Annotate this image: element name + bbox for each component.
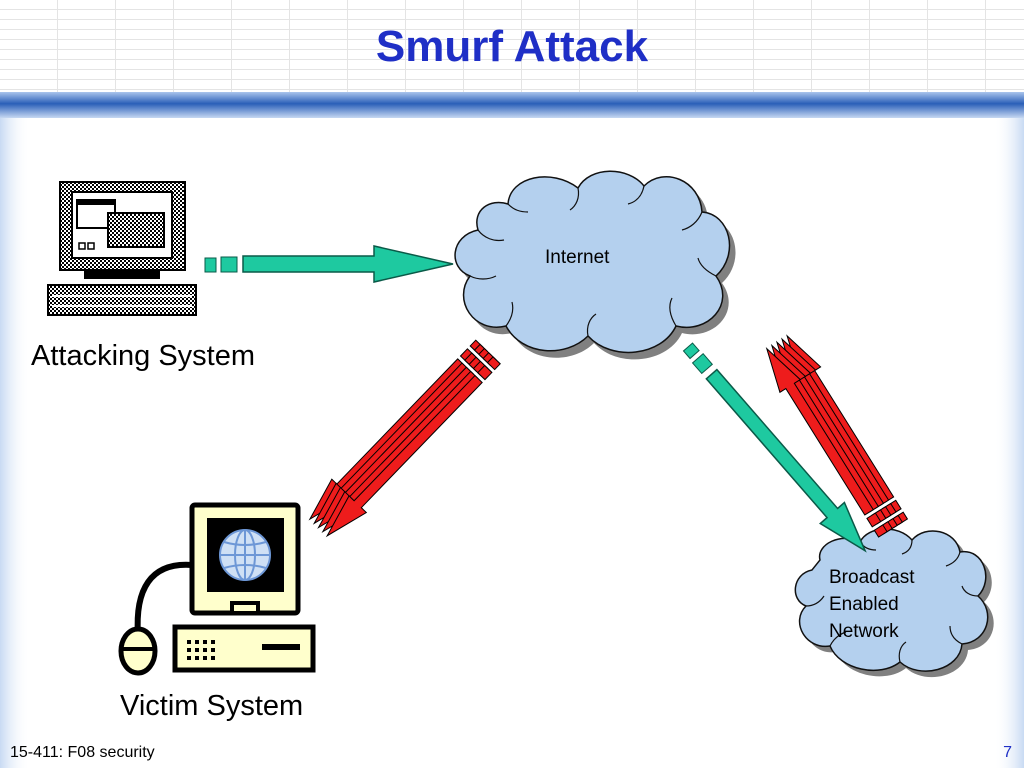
victim-system-label: Victim System <box>120 690 304 722</box>
broadcast-label-line-1: Broadcast <box>829 567 915 588</box>
victim-computer-icon <box>118 502 316 676</box>
broadcast-label-line-2: Enabled <box>829 594 899 615</box>
page-number: 7 <box>1003 744 1012 761</box>
attacking-system-label: Attacking System <box>31 340 256 372</box>
slide-title: Smurf Attack <box>375 22 649 71</box>
response-arrows-broadcast-to-internet <box>765 334 909 538</box>
header-grid <box>0 0 1024 92</box>
response-arrows-internet-to-victim <box>308 339 501 538</box>
request-arrow-internet-to-broadcast <box>682 342 867 553</box>
broadcast-label-line-3: Network <box>829 621 899 642</box>
attacking-computer-icon <box>47 181 197 316</box>
footer-course: 15-411: F08 security <box>10 744 155 761</box>
request-arrow-attacker-to-internet <box>204 245 454 283</box>
internet-cloud <box>454 170 736 360</box>
left-edge-fade <box>0 118 30 768</box>
right-edge-fade <box>994 118 1024 768</box>
header-band <box>0 92 1024 118</box>
broadcast-network-cloud <box>794 528 994 678</box>
internet-label: Internet <box>545 247 610 268</box>
broadcast-network-label: Broadcast Enabled Network <box>829 564 915 645</box>
